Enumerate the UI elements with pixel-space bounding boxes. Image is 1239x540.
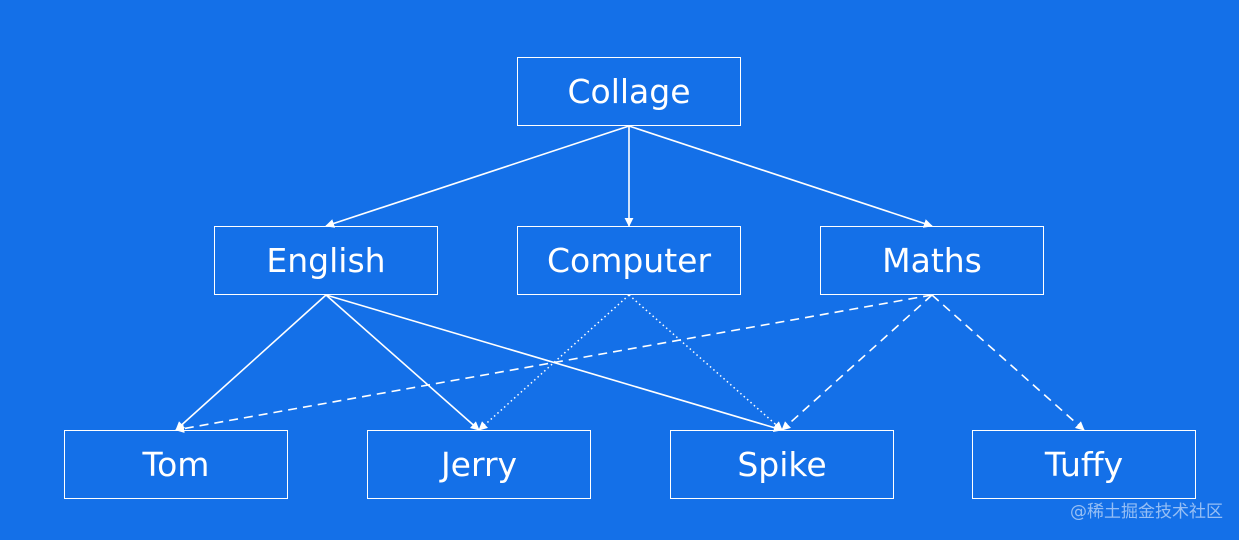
edge-computer-to-spike: [628, 294, 783, 431]
watermark: @稀土掘金技术社区: [1070, 502, 1223, 522]
edge-collage-to-english: [325, 125, 630, 228]
edge-collage-to-maths: [628, 125, 933, 228]
node-computer: Computer: [517, 226, 741, 295]
node-tuffy: Tuffy: [972, 430, 1196, 499]
edge-maths-to-tuffy: [931, 294, 1085, 431]
node-jerry: Jerry: [367, 430, 591, 499]
node-english: English: [214, 226, 438, 295]
edge-maths-to-spike: [781, 294, 933, 431]
edge-english-to-jerry: [325, 294, 480, 431]
node-spike: Spike: [670, 430, 894, 499]
edge-maths-to-tom: [175, 294, 933, 434]
node-tom: Tom: [64, 430, 288, 499]
edge-english-to-tom: [175, 294, 327, 431]
node-maths: Maths: [820, 226, 1044, 295]
node-collage: Collage: [517, 57, 741, 126]
